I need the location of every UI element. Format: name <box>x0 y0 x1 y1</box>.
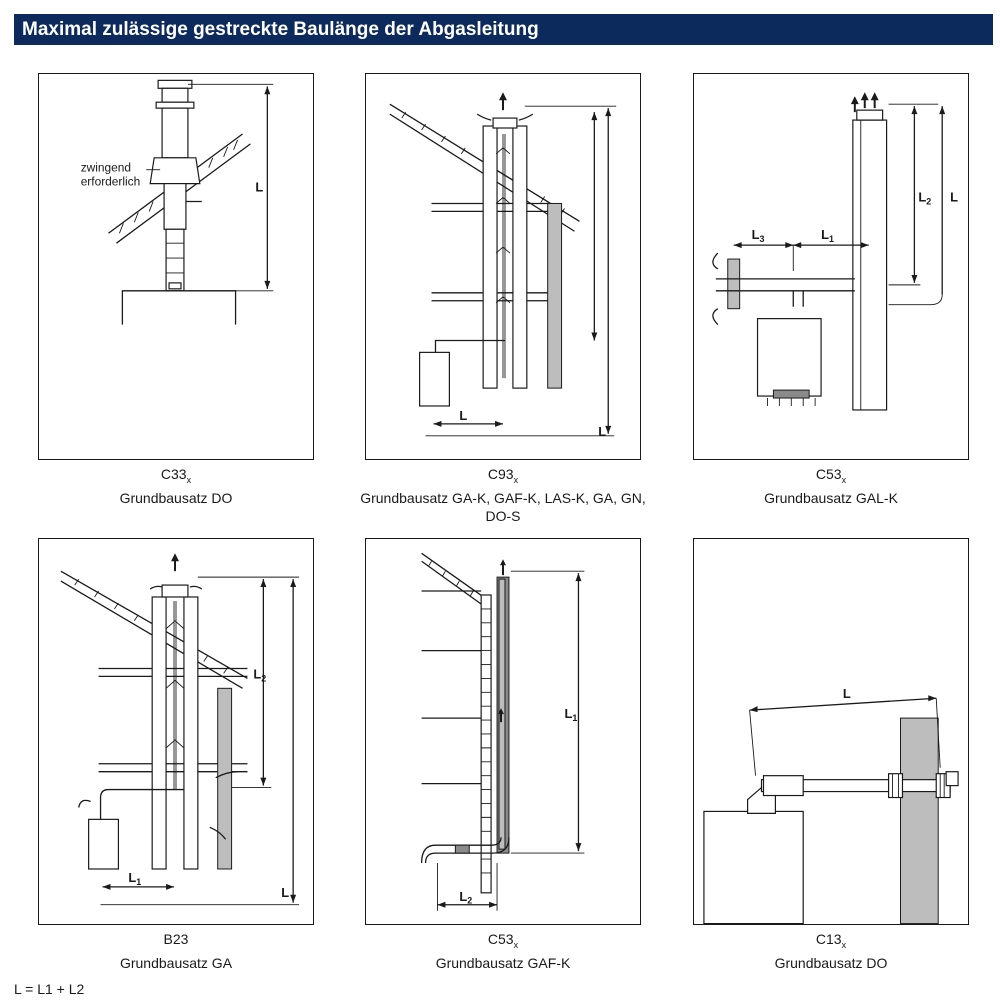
caption-c33: C33x Grundbausatz DO <box>38 465 314 507</box>
kit-description: Grundbausatz GAL-K <box>764 489 898 506</box>
dimension-l: L <box>425 105 617 439</box>
vertical-flue-pipe <box>850 92 888 411</box>
kit-description: Grundbausatz GA <box>119 954 233 971</box>
chimney-shaft <box>482 117 563 389</box>
c53-facade-diagram: L1 L2 <box>420 552 585 911</box>
diagram-panel-c33: zwingend erforderlich L <box>38 73 314 460</box>
diagram-panel-b23: L2 L L1 <box>38 538 314 925</box>
dimension-l2-label: L2 <box>459 889 472 906</box>
c53-wall-diagram: L2 L L3 L1 <box>712 92 958 411</box>
note-text-line2: erforderlich <box>81 175 141 189</box>
caption-c53-gaf-k: C53x Grundbausatz GAF-K <box>365 930 641 972</box>
note-text-line1: zwingend <box>81 161 131 175</box>
dimension-l-label: L <box>281 885 289 900</box>
b23-shaft-diagram: L2 L L1 <box>60 553 300 906</box>
section-title-bar: Maximal zulässige gestreckte Baulänge de… <box>14 14 993 45</box>
dimension-l3-label: L3 <box>752 227 765 244</box>
floor-lines <box>421 590 482 785</box>
kit-description-line1: Grundbausatz GA-K, GAF-K, LAS-K, GA, GN, <box>360 489 646 506</box>
dimension-l1: L <box>433 408 503 427</box>
section-title: Maximal zulässige gestreckte Baulänge de… <box>22 19 539 40</box>
caption-c13: C13x Grundbausatz DO <box>693 930 969 972</box>
dimension-l: L <box>100 579 300 906</box>
roof <box>421 552 490 608</box>
dimension-l: L <box>888 106 958 306</box>
kit-description: Grundbausatz DO <box>119 489 233 506</box>
boiler <box>78 788 184 870</box>
system-code: C53x <box>815 466 847 485</box>
system-code: C33x <box>160 466 192 485</box>
dimension-l1-label: L1 <box>565 706 578 723</box>
horizontal-connection <box>715 258 855 310</box>
boiler <box>756 318 822 406</box>
dimension-l2-label: L2 <box>918 189 931 206</box>
system-code: B23 <box>163 931 189 947</box>
dimension-l: L <box>749 686 941 776</box>
roof-terminal-pipe <box>149 79 202 292</box>
diagram-panel-c53-gaf-k: L1 L2 <box>365 538 641 925</box>
exhaust-arrows <box>476 92 534 121</box>
ceiling <box>121 290 237 325</box>
caption-c93: C93x Grundbausatz GA-K, GAF-K, LAS-K, GA… <box>340 465 666 525</box>
air-arrows <box>712 252 719 326</box>
dimension-l1: L1 <box>510 570 585 854</box>
diagram-panel-c13: L <box>693 538 969 925</box>
dimension-l1-l3: L3 L1 <box>733 227 869 271</box>
dimension-l1-label: L <box>459 408 467 423</box>
diagram-panel-c53-gal-k: L2 L L3 L1 <box>693 73 969 460</box>
chimney-shaft <box>151 584 233 870</box>
horizontal-wall-terminal <box>747 771 959 814</box>
dimension-l1: L1 <box>102 870 175 890</box>
system-code: C13x <box>815 931 847 950</box>
wall <box>703 717 939 924</box>
kit-description-line2: DO-S <box>485 507 521 524</box>
facade-flue-pipe <box>420 559 510 864</box>
c13-wall-diagram: L <box>703 686 959 924</box>
exhaust-arrows <box>149 553 238 840</box>
dimension-l2: L2 <box>197 576 300 789</box>
length-formula-note: L = L1 + L2 <box>14 981 85 997</box>
system-code: C53x <box>487 931 519 950</box>
brick-wall <box>480 594 492 894</box>
dimension-l: L <box>187 83 274 292</box>
floor-lines <box>98 667 248 773</box>
dimension-l2-label: L2 <box>253 666 266 683</box>
caption-c53-gal-k: C53x Grundbausatz GAL-K <box>693 465 969 507</box>
boiler <box>419 339 505 407</box>
kit-description: Grundbausatz DO <box>774 954 888 971</box>
dimension-l-label: L <box>843 686 851 701</box>
diagram-panel-c93: L L <box>365 73 641 460</box>
c93-shaft-diagram: L L <box>389 92 617 439</box>
caption-b23: B23 Grundbausatz GA <box>38 930 314 972</box>
dimension-l1-label: L1 <box>128 870 141 887</box>
dimension-l-label: L <box>950 189 958 204</box>
system-code: C93x <box>487 466 519 485</box>
c33-roof-diagram: zwingend erforderlich L <box>81 79 274 325</box>
dimension-l2: L2 <box>888 103 939 286</box>
dimension-l2: L2 <box>437 863 498 911</box>
dimension-l1-label: L1 <box>821 227 834 244</box>
dimension-l-label: L <box>598 424 606 439</box>
dimension-l-label: L <box>255 180 263 195</box>
kit-description: Grundbausatz GAF-K <box>435 954 571 971</box>
